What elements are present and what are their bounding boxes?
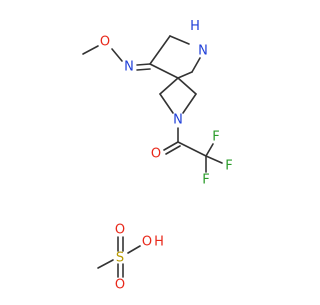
bond-c2-n-ring (169, 35, 190, 45)
atom-f-bottom: F (202, 173, 209, 188)
bond-c2-c1 (149, 35, 171, 65)
atom-oxime-o: O (100, 35, 110, 50)
atom-hydroxyl-o: O (142, 235, 152, 250)
bond-ca-n-az (159, 93, 174, 114)
atom-ring-nh-h: H (190, 19, 200, 34)
bond-n-ring-c4 (191, 57, 201, 73)
bond-carbonyl-o-b (165, 145, 181, 155)
bond-cf3-f-right (205, 155, 223, 164)
bond-spiro-ca (159, 77, 179, 95)
atom-azetidine-n: N (173, 113, 183, 128)
bond-c1-spiro (149, 63, 179, 79)
salt-molecule-bonds (97, 236, 141, 278)
bond-cb-n-az (182, 93, 197, 114)
bond-carbonyl-o-a (163, 141, 179, 151)
bond-s-oh (127, 245, 141, 254)
bond-methyl-s (97, 259, 114, 269)
atom-f-top: F (212, 130, 219, 145)
atom-hydroxyl-h: H (154, 235, 164, 250)
bond-c4-spiro (177, 71, 193, 79)
atom-oxime-n: N (124, 60, 134, 75)
bond-oxime-n-o (111, 48, 123, 62)
atom-f-right: F (225, 159, 232, 174)
main-molecule-atoms: H N N O N O F F F (100, 19, 233, 188)
bond-cf3-f-top (205, 143, 214, 157)
bond-c1-oxime-n-b (136, 68, 151, 71)
chemical-structure-diagram: H N N O N O F F F S O O O H (82, 19, 233, 293)
bond-spiro-cb (177, 77, 197, 95)
bond-carbonyl-cf3 (177, 141, 207, 157)
atom-carbonyl-o: O (151, 147, 161, 162)
bond-o-methyl (82, 45, 99, 55)
salt-molecule-atoms: S O O O H (115, 223, 164, 293)
atom-sulfur: S (116, 251, 124, 266)
atom-oxo-top: O (115, 223, 125, 238)
atom-oxo-bottom: O (115, 278, 125, 293)
structure-canvas: H N N O N O F F F S O O O H (82, 19, 233, 293)
atom-ring-nh: N (198, 44, 208, 59)
bond-c1-oxime-n-a (136, 63, 151, 66)
main-molecule-bonds (82, 35, 223, 173)
